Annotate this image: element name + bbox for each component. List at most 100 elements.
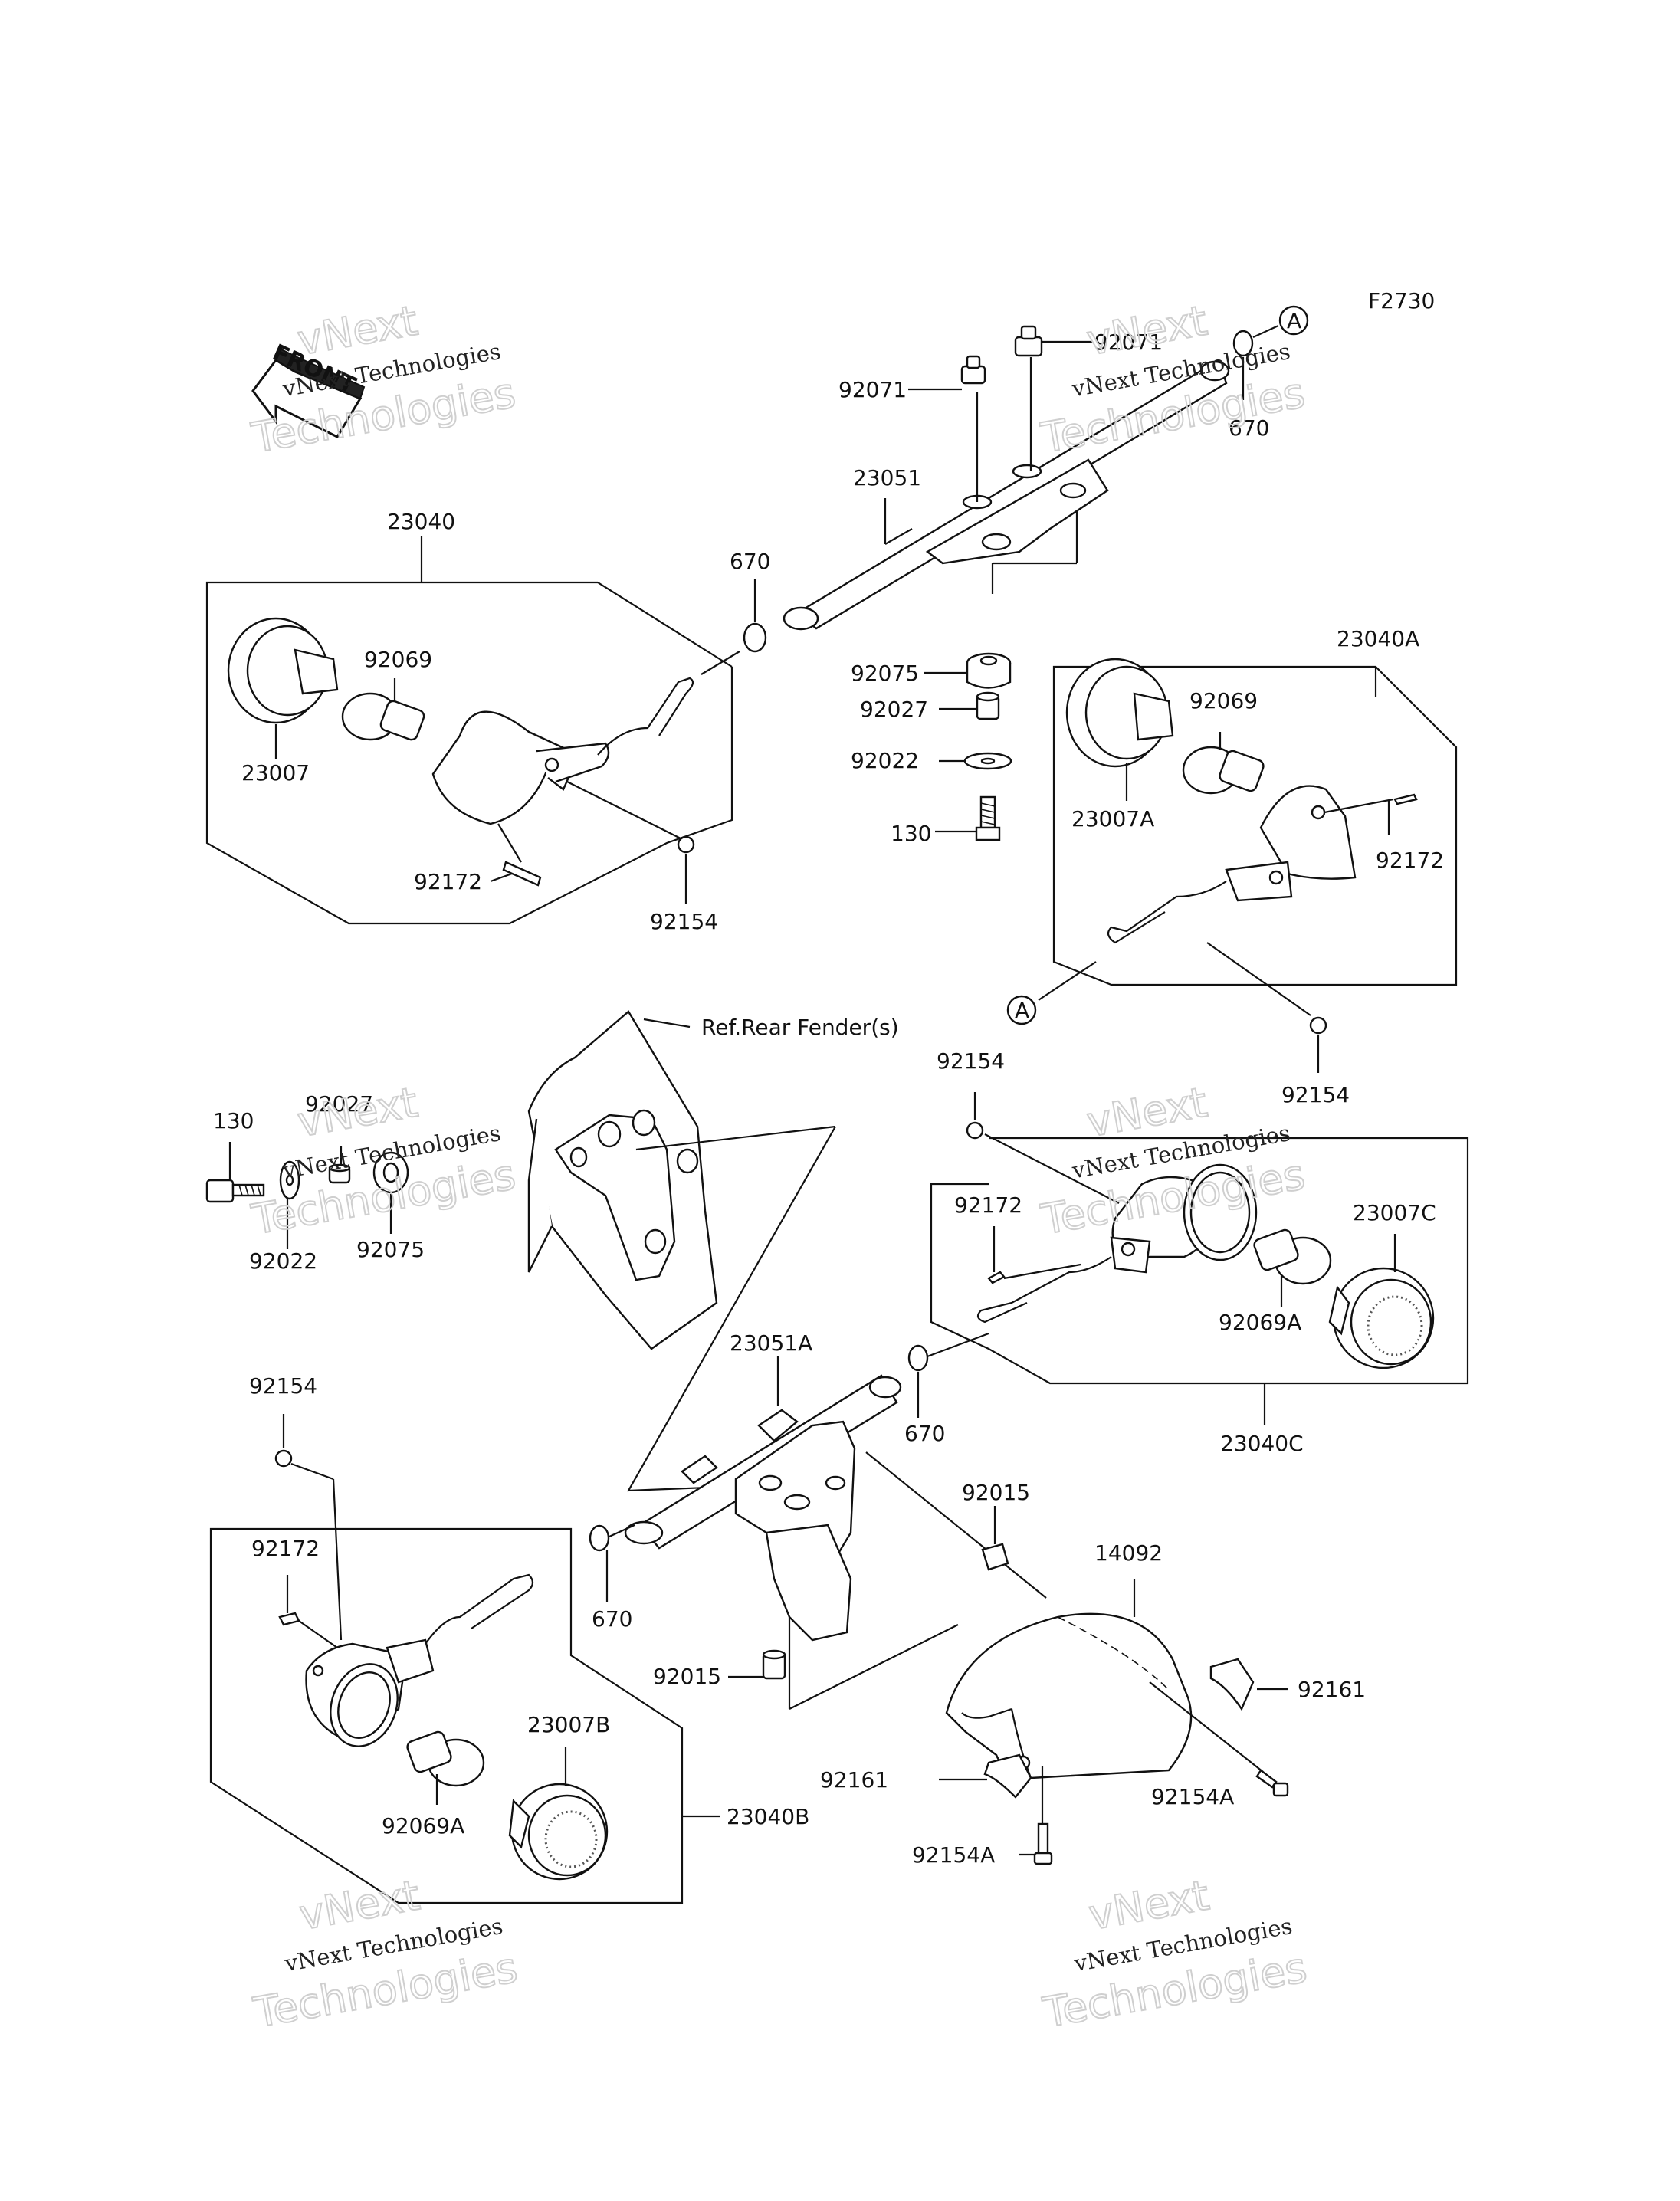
label-92015-a: 92015: [962, 1480, 1030, 1505]
turn-signal-housing-23040: [431, 677, 694, 825]
label-23051A: 23051A: [730, 1330, 812, 1356]
group-box-23040C: [930, 1137, 1469, 1385]
group-box-23040: [205, 581, 733, 925]
cover-14092: [945, 1612, 1193, 1779]
part-labels: 92071 92071 670 23051 670 23040 92069 23…: [213, 330, 1444, 1868]
label-92172-b: 92172: [1376, 848, 1444, 873]
label-23007: 23007: [241, 760, 310, 786]
pad-92161-b: [983, 1753, 1032, 1799]
nut-92154-a: [677, 835, 695, 854]
watermark-5: vNext vNext Technologies Technologies: [249, 1870, 522, 2038]
lens-23007: [227, 617, 339, 724]
bulb-92069A-c: [1253, 1228, 1332, 1285]
connector-a-top-letter: A: [1287, 308, 1301, 333]
bulb-92069-a: [341, 692, 425, 741]
o-ring-670-a: [1232, 330, 1254, 357]
collar-92015-b: [762, 1649, 786, 1680]
label-92071-b: 92071: [1094, 330, 1163, 355]
watermark-4: vNext vNext Technologies Technologies: [1036, 1078, 1309, 1245]
label-92154A-b: 92154A: [912, 1842, 995, 1868]
label-92172-c: 92172: [954, 1192, 1022, 1218]
label-23040C: 23040C: [1220, 1431, 1304, 1456]
pad-92161-a: [1209, 1658, 1255, 1711]
group-box-23040A: [1052, 665, 1458, 986]
o-ring-670-c: [907, 1344, 929, 1372]
label-92172-d: 92172: [251, 1536, 320, 1561]
rear-fender-reference: [527, 1010, 718, 1350]
rear-stay-23051: [783, 359, 1230, 631]
label-92069A-c: 92069A: [1219, 1310, 1301, 1335]
label-92027-b: 92027: [305, 1091, 373, 1117]
ref-note: Ref.Rear Fender(s): [701, 1015, 899, 1040]
turn-signal-housing-23040A: [1107, 785, 1357, 944]
label-23007C: 23007C: [1353, 1200, 1436, 1225]
bolt-130-b: [205, 1179, 265, 1203]
o-ring-670-b: [743, 622, 767, 653]
grommet-92075-a: [966, 652, 1012, 689]
label-670-a: 670: [1229, 415, 1269, 441]
label-92172-a: 92172: [414, 869, 482, 894]
label-670-d: 670: [592, 1606, 632, 1632]
turn-signal-housing-23040C: [976, 1163, 1258, 1324]
watermark-1: vNext vNext Technologies Technologies: [247, 296, 520, 464]
label-92071-a: 92071: [838, 377, 907, 402]
label-670-c: 670: [904, 1421, 945, 1446]
label-92022-a: 92022: [851, 748, 919, 773]
label-92069A-d: 92069A: [382, 1813, 464, 1839]
connector-a-top: [1278, 305, 1309, 336]
label-670-b: 670: [730, 549, 770, 574]
label-130-a: 130: [891, 821, 931, 846]
collar-92027-b: [328, 1163, 351, 1184]
nut-92154-b: [1309, 1016, 1327, 1035]
group-box-23040B: [209, 1527, 684, 1904]
label-92027-a: 92027: [860, 697, 928, 722]
label-14092: 14092: [1094, 1540, 1163, 1566]
label-92069-a: 92069: [364, 647, 432, 672]
rear-stay-23051A: [624, 1374, 902, 1642]
label-23051: 23051: [853, 465, 921, 490]
label-92154-d: 92154: [249, 1373, 317, 1399]
label-92161-b: 92161: [820, 1767, 888, 1793]
nut-92154-d: [274, 1449, 293, 1468]
label-92154-b: 92154: [1281, 1082, 1350, 1107]
label-92161-a: 92161: [1298, 1677, 1366, 1702]
label-23040B: 23040B: [727, 1804, 809, 1829]
label-92075-a: 92075: [851, 661, 919, 686]
lens-23007B: [508, 1783, 609, 1881]
bolt-92154A-a: [1255, 1769, 1289, 1797]
turn-signal-housing-23040B: [305, 1573, 534, 1747]
bolt-92071-a: [960, 355, 986, 385]
bolt-92154A-b: [1033, 1822, 1053, 1865]
lens-23007A: [1065, 658, 1174, 768]
label-23040: 23040: [387, 509, 455, 534]
collar-92015-a: [981, 1543, 1009, 1571]
screw-92172-a: [502, 861, 542, 887]
label-130-b: 130: [213, 1108, 254, 1133]
lens-23007C: [1328, 1267, 1435, 1369]
label-23007B: 23007B: [527, 1712, 610, 1737]
label-92154-a: 92154: [650, 909, 718, 934]
label-92022-b: 92022: [249, 1248, 317, 1274]
label-92015-b: 92015: [653, 1664, 721, 1689]
bulb-92069-b: [1182, 746, 1265, 795]
screw-92172-b: [1393, 793, 1418, 805]
o-ring-670-d: [589, 1524, 610, 1552]
label-23007A: 23007A: [1071, 806, 1154, 832]
screw-92172-c: [987, 1271, 1006, 1284]
label-92154A-a: 92154A: [1151, 1784, 1234, 1809]
label-92154-c: 92154: [937, 1048, 1005, 1074]
label-92075-b: 92075: [356, 1237, 425, 1262]
connector-a-bottom-letter: A: [1015, 998, 1029, 1023]
watermark-3: vNext vNext Technologies Technologies: [247, 1078, 520, 1245]
screw-92172-d: [278, 1612, 300, 1626]
collar-92027-a: [976, 691, 1000, 720]
bulb-92069A-d: [406, 1730, 485, 1787]
watermark-6: vNext vNext Technologies Technologies: [1039, 1870, 1311, 2038]
figure-code: F2730: [1368, 288, 1435, 313]
label-23040A: 23040A: [1337, 626, 1419, 651]
bolt-92071-b: [1014, 325, 1043, 357]
connector-a-bottom: [1006, 995, 1037, 1025]
grommet-92075-b: [372, 1151, 409, 1194]
